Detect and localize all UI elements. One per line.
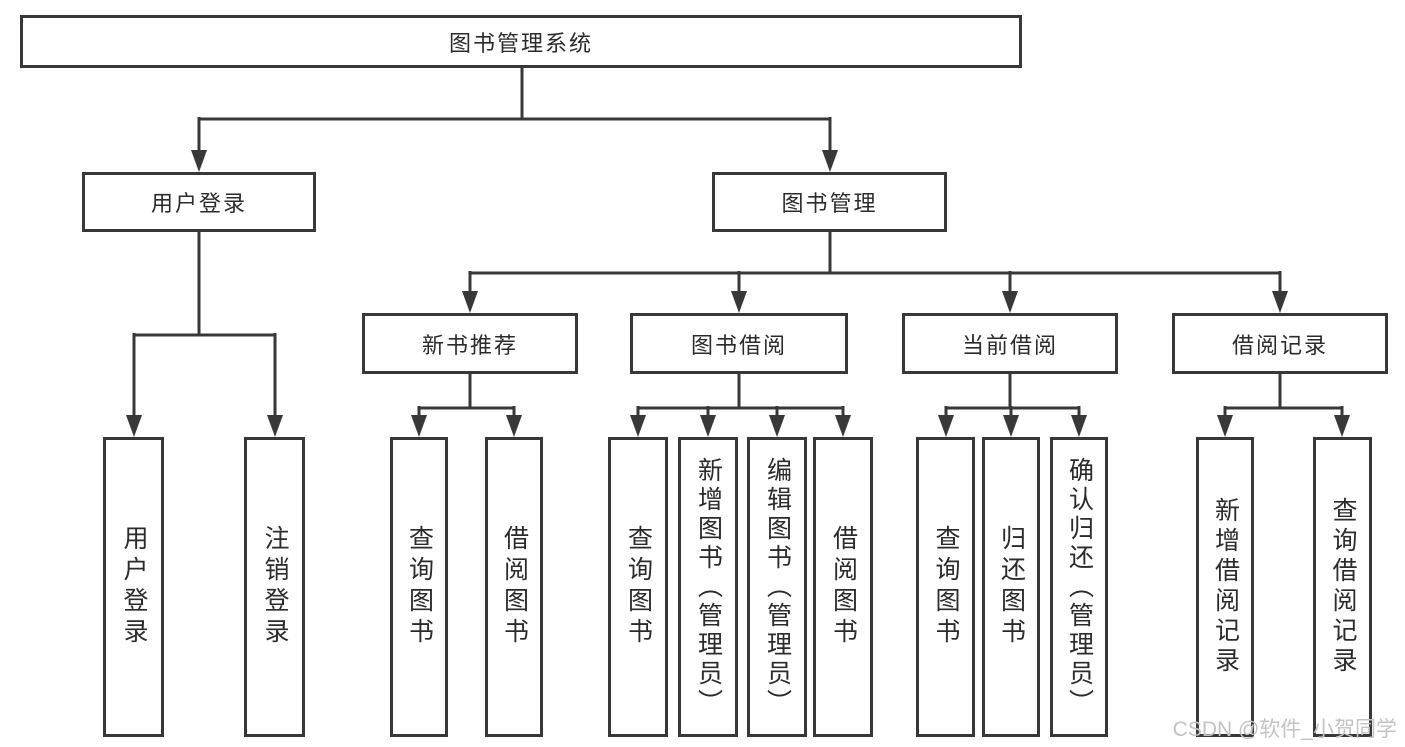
connector-book-mgmt-to-level3: [462, 232, 1288, 313]
arrow-down-icon: [1334, 415, 1350, 437]
node-label: 借阅记录: [1231, 332, 1328, 358]
node-leaf-query-books-3: 查询图书: [916, 437, 975, 737]
node-label: 新增借阅记录: [1211, 497, 1240, 677]
node-leaf-query-books-1: 查询图书: [390, 437, 448, 737]
node-label: 编辑图书（管理员）: [763, 456, 792, 718]
node-label: 借阅图书: [500, 525, 529, 649]
arrow-down-icon: [1217, 415, 1233, 437]
node-library-system: 图书管理系统: [20, 15, 1022, 68]
node-label: 当前借阅: [961, 332, 1058, 358]
arrow-down-icon: [1002, 291, 1018, 313]
node-leaf-return-books: 归还图书: [982, 437, 1040, 737]
node-leaf-confirm-return-admin: 确认归还（管理员）: [1050, 437, 1108, 737]
node-label: 查询图书: [405, 525, 434, 649]
node-leaf-add-borrow-record: 新增借阅记录: [1196, 437, 1254, 737]
arrow-down-icon: [822, 150, 838, 172]
node-borrow-records: 借阅记录: [1172, 313, 1388, 374]
arrow-down-icon: [630, 415, 646, 437]
node-label: 图书管理: [781, 191, 878, 216]
arrow-down-icon: [1071, 415, 1087, 437]
node-leaf-add-book-admin: 新增图书（管理员）: [678, 437, 738, 737]
node-label: 查询图书: [624, 525, 653, 649]
node-label: 新增图书（管理员）: [694, 456, 723, 718]
node-label: 归还图书: [997, 525, 1026, 649]
node-leaf-user-login: 用户登录: [103, 437, 164, 737]
node-label: 图书借阅: [690, 332, 787, 358]
node-leaf-borrow-books-2: 借阅图书: [813, 437, 873, 737]
arrow-down-icon: [938, 415, 954, 437]
node-new-book-recommendation: 新书推荐: [362, 313, 578, 374]
arrow-down-icon: [769, 415, 785, 437]
arrow-down-icon: [411, 415, 427, 437]
arrow-down-icon: [1003, 415, 1019, 437]
node-label: 注销登录: [261, 525, 289, 649]
node-user-login: 用户登录: [82, 172, 316, 232]
node-label: 查询借阅记录: [1329, 497, 1357, 677]
node-leaf-logout: 注销登录: [244, 437, 305, 737]
node-leaf-query-borrow-record: 查询借阅记录: [1313, 437, 1372, 737]
node-leaf-borrow-books-1: 借阅图书: [485, 437, 543, 737]
connector-current-borrow-to-leaves: [938, 374, 1087, 437]
arrow-down-icon: [267, 415, 283, 437]
node-book-borrowing: 图书借阅: [630, 313, 848, 374]
connector-borrow-records-to-leaves: [1217, 374, 1350, 437]
node-current-borrowing: 当前借阅: [902, 313, 1118, 374]
node-label: 图书管理系统: [448, 30, 593, 56]
node-label: 新书推荐: [421, 332, 518, 358]
arrow-down-icon: [506, 415, 522, 437]
connector-book-borrow-to-leaves: [630, 374, 851, 437]
arrow-down-icon: [700, 415, 716, 437]
node-label: 用户登录: [150, 191, 247, 216]
node-leaf-edit-book-admin: 编辑图书（管理员）: [747, 437, 807, 737]
node-book-management: 图书管理: [712, 172, 947, 232]
arrow-down-icon: [1272, 291, 1288, 313]
connector-user-login-to-leaves: [126, 232, 283, 437]
connector-new-book-rec-to-leaves: [411, 374, 522, 437]
node-label: 确认归还（管理员）: [1065, 456, 1094, 718]
node-leaf-query-books-2: 查询图书: [608, 437, 668, 737]
node-label: 用户登录: [120, 525, 148, 649]
arrow-down-icon: [126, 415, 142, 437]
arrow-down-icon: [462, 291, 478, 313]
connector-root-to-level2: [191, 67, 838, 172]
arrow-down-icon: [191, 150, 207, 172]
node-label: 借阅图书: [829, 525, 858, 649]
arrow-down-icon: [835, 415, 851, 437]
node-label: 查询图书: [932, 525, 960, 649]
arrow-down-icon: [731, 291, 747, 313]
